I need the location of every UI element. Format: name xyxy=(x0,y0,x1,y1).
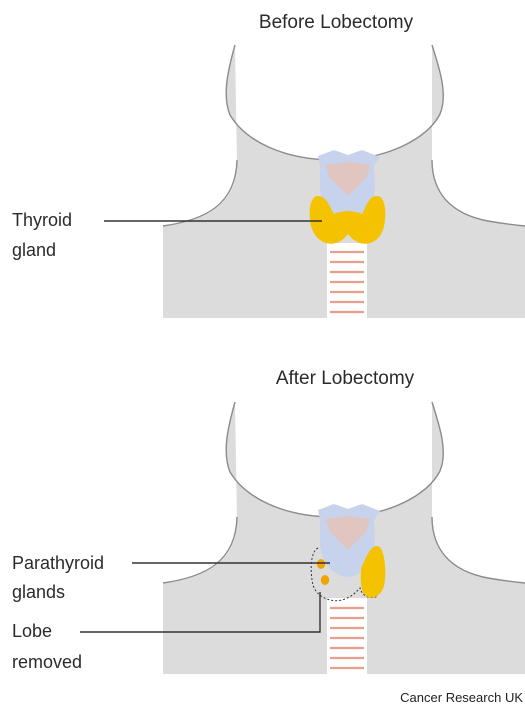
parathyroid-gland-lower xyxy=(321,575,329,585)
thyroid-label-line2: gland xyxy=(12,240,56,260)
head-outline xyxy=(226,45,443,160)
lobe-label-line1: Lobe xyxy=(12,621,52,641)
parathyroid-label-line2: glands xyxy=(12,582,65,602)
credit-text: Cancer Research UK xyxy=(400,690,523,705)
parathyroid-label-line1: Parathyroid xyxy=(12,553,104,573)
trachea xyxy=(327,598,367,678)
trachea xyxy=(327,243,367,321)
lobe-label-line2: removed xyxy=(12,652,82,672)
parathyroid-gland-upper xyxy=(317,559,325,569)
thyroid-label-line1: Thyroid xyxy=(12,210,72,230)
after-title: After Lobectomy xyxy=(276,368,415,389)
before-title: Before Lobectomy xyxy=(259,12,414,33)
before-panel: Before Lobectomy Thyroid gland xyxy=(12,12,525,321)
head-outline xyxy=(226,402,443,517)
after-panel: After Lobectomy Parathyroid glands Lobe … xyxy=(12,368,525,678)
